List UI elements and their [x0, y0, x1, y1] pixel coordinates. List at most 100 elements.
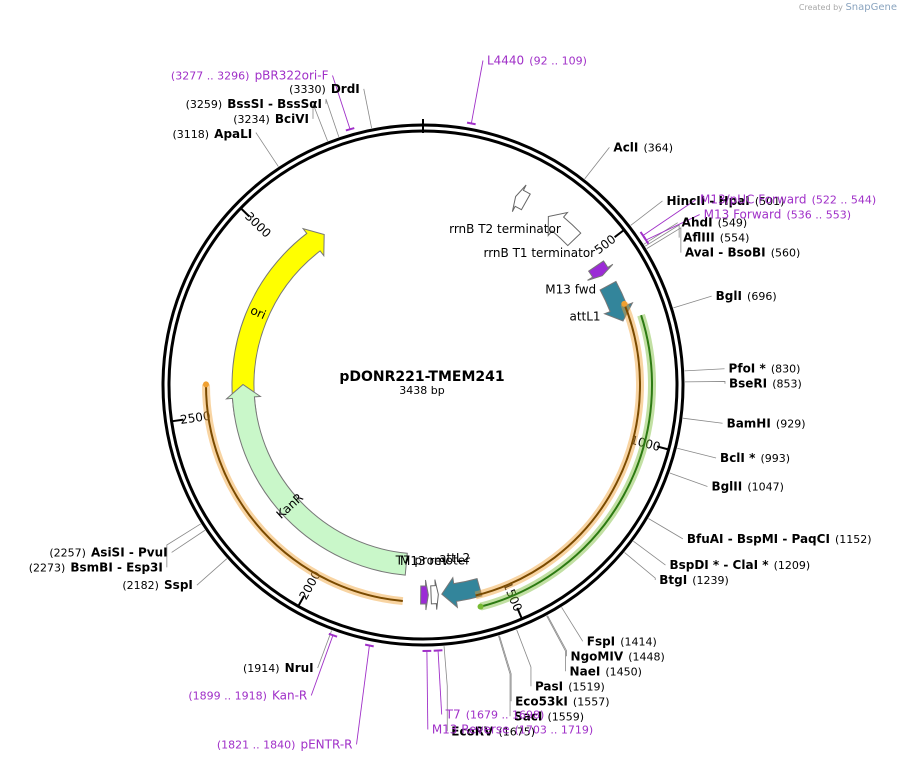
feature-rrnb-t1-terminator-arrow: [547, 211, 582, 247]
primer-name: L4440: [487, 53, 524, 67]
plasmid-length: 3438 bp: [399, 384, 444, 397]
primer-name: pENTR-R: [300, 737, 352, 751]
enzyme-position: (830): [771, 363, 801, 376]
enzyme-site-asisi-pvui: (2257) AsiSI - PvuI: [49, 541, 167, 560]
enzyme-site-apali: (3118) ApaLI: [173, 123, 253, 142]
enzyme-position: (1152): [835, 533, 872, 546]
leader-ecorv: [443, 646, 448, 732]
enzyme-site-pasi: PasI (1519): [535, 675, 605, 694]
enzyme-site-sspi: (2182) SspI: [122, 574, 193, 593]
primer-site-l4440: L4440 (92 .. 109): [487, 49, 587, 68]
enzyme-position: (1519): [568, 680, 605, 693]
feature-rrnb-t2-terminator-label: rrnB T2 terminator: [449, 222, 561, 236]
enzyme-position: (1239): [692, 574, 729, 587]
enzyme-position: (2273): [29, 561, 66, 574]
primer-range: (92 .. 109): [529, 54, 587, 67]
leader-bsmbi-esp3i: [166, 523, 201, 568]
enzyme-site-bfuai-bspmi-paqci: BfuAI - BspMI - PaqCI (1152): [687, 528, 872, 547]
leader-btgi: [624, 552, 656, 581]
leader-bsssi-bsss-i: [325, 98, 340, 138]
enzyme-site-naei: NaeI (1450): [570, 660, 642, 679]
enzyme-name: AclI: [613, 140, 638, 154]
enzyme-site-bcli: BclI * (993): [720, 447, 790, 466]
enzyme-site-eco53ki: Eco53kI (1557): [515, 690, 609, 709]
leader-bglii: [669, 472, 708, 487]
enzyme-site-acli: AclI (364): [613, 136, 673, 155]
enzyme-name: BglII: [711, 479, 742, 493]
enzyme-name: AvaI - BsoBI: [685, 246, 766, 260]
leader-bfuai-bspmi-paqci: [648, 518, 684, 540]
leader-naei: [546, 615, 566, 672]
leader-bspdi-clai: [633, 540, 666, 566]
feature-tmem241-orf-line: [480, 314, 653, 608]
enzyme-name: EcoRV: [451, 724, 494, 738]
leader-bseri: [684, 381, 726, 384]
enzyme-site-avai-bsobi: AvaI - BsoBI (560): [685, 242, 800, 261]
tick-label-500: 500: [592, 232, 619, 257]
leader-saci: [498, 635, 511, 717]
primer-range: (1679 .. 1698): [466, 708, 545, 721]
primer-leader-pentr-r: [356, 645, 370, 745]
leader-bcivi: [312, 103, 328, 142]
feature-tmem241-orf2-line: [475, 303, 641, 597]
enzyme-name: SspI: [164, 578, 193, 592]
enzyme-site-ahdi: AhdI (549): [682, 212, 748, 231]
enzyme-position: (1448): [628, 650, 665, 663]
enzyme-name: BamHI: [727, 416, 771, 430]
enzyme-site-bamhi: BamHI (929): [727, 412, 806, 431]
enzyme-name: BfuAI - BspMI - PaqCI: [687, 532, 830, 546]
leader-avai-bsobi: [646, 227, 682, 253]
leader-bamhi: [682, 417, 723, 424]
primer-range: (3277 .. 3296): [171, 69, 250, 82]
primer-site-m13-puc-forward: M13/pUC Forward (522 .. 544): [700, 189, 876, 208]
enzyme-position: (3259): [186, 98, 223, 111]
enzyme-name: AhdI: [682, 216, 713, 230]
feature-attl1-arrow: [599, 280, 634, 322]
enzyme-position: (1414): [620, 635, 657, 648]
feature-attl2-arrow: [441, 576, 483, 609]
enzyme-site-bcivi: (3234) BciVI: [233, 108, 309, 127]
enzyme-name: BciVI: [275, 112, 309, 126]
enzyme-name: AsiSI - PvuI: [91, 545, 168, 559]
enzyme-site-ngomiv: NgoMIV (1448): [571, 645, 665, 664]
enzyme-site-bsssi-bsss-i: (3259) BssSI - BssSαI: [186, 93, 322, 112]
primer-bind-l4440: [466, 121, 476, 126]
enzyme-site-fspi: FspI (1414): [587, 630, 657, 649]
enzyme-position: (560): [771, 247, 801, 260]
primer-range: (1821 .. 1840): [217, 738, 296, 751]
enzyme-position: (501): [755, 195, 785, 208]
primer-leader-kan-r: [310, 635, 334, 696]
enzyme-name: BclI *: [720, 451, 756, 465]
feature-m13-fwd-arrow: [587, 260, 614, 281]
feature-tmem241-orf2-end: [621, 300, 628, 307]
enzyme-position: (696): [747, 290, 777, 303]
brand-prefix: Created by: [798, 3, 843, 12]
primer-site-pbr322ori-f: (3277 .. 3296) pBR322ori-F: [171, 64, 329, 83]
primer-bind-m13-forward: [642, 235, 650, 245]
enzyme-name: NaeI: [570, 664, 601, 678]
enzyme-position: (3118): [173, 128, 210, 141]
enzyme-name: AflIII: [683, 231, 715, 245]
primer-site-pentr-r: (1821 .. 1840) pENTR-R: [217, 733, 353, 752]
primer-range: (1703 .. 1719): [515, 723, 594, 736]
enzyme-name: BglI: [716, 289, 742, 303]
leader-eco53ki: [499, 635, 512, 702]
feature-m13-fwd-label: M13 fwd: [545, 282, 596, 296]
feature-rrnb-t2-terminator-arrow: [511, 184, 531, 212]
site-labels: (3330) DrdI(3259) BssSI - BssSαI(3234) B…: [29, 49, 876, 752]
enzyme-position: (1914): [243, 662, 280, 675]
enzyme-position: (364): [643, 141, 673, 154]
enzyme-name: DrdI: [331, 82, 360, 96]
enzyme-name: BspDI * - ClaI *: [669, 558, 769, 572]
feature-m13-rev-label: M13 rev: [400, 554, 449, 568]
tick-label-3000: 3000: [242, 209, 274, 240]
enzyme-name: PasI: [535, 679, 563, 693]
primer-bind-kan-r: [328, 632, 338, 638]
feature-rrnb-t1-terminator-label: rrnB T1 terminator: [483, 246, 595, 260]
primer-site-t7: T7 (1679 .. 1698): [445, 703, 545, 722]
enzyme-site-bglii: BglII (1047): [711, 475, 783, 494]
leader-acli: [584, 147, 610, 180]
primer-leader-t7: [437, 650, 443, 715]
brand-name: SnapGene: [845, 2, 897, 13]
